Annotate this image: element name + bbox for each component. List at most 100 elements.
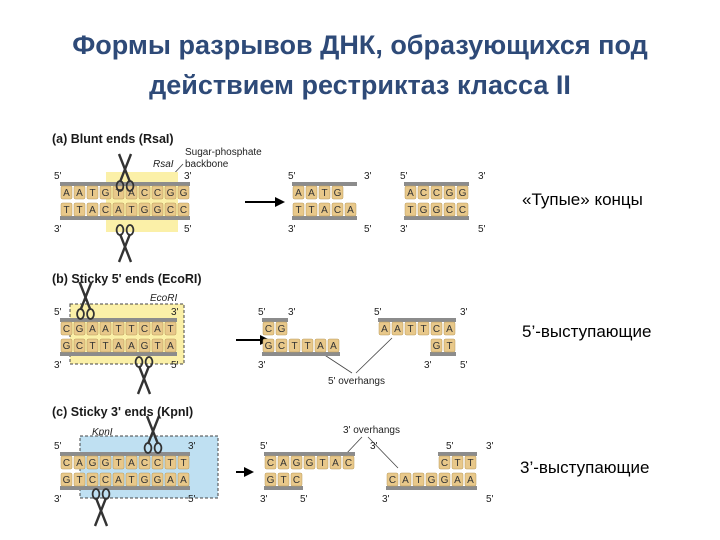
arrow-a-head [275,197,285,207]
b-original-top-base-1 [73,321,86,336]
c-left-bottom-backbone [264,486,303,490]
a-left-bottom-base-1 [305,202,318,217]
a-original-bottom-base-3 [99,202,112,217]
slide-title-line-2: действием рестриктаз класса II [149,70,571,100]
a-original-bottom-letter-7: G [154,205,162,216]
scissors-icon-a-bottom [115,224,135,263]
c-left-top-letter-3: G [306,458,314,469]
b-original-bottom-base-4 [112,338,125,353]
enzyme-label-c: KpnI [92,427,113,438]
a-original-top-base-8 [164,185,177,200]
b-right-5prime-bottom: 5' [460,360,468,371]
a-left-top-base-2 [318,185,331,200]
a-original-bottom-base-0 [60,202,73,217]
a-left-top-letter-2: T [321,188,327,199]
a-right-bottom-base-4 [456,202,469,217]
a-original-bottom-base-6 [138,202,151,217]
b-right-top-base-0 [378,321,391,336]
c-right-bottom-base-3 [425,472,438,487]
a-left-bottom-base-4 [344,202,357,217]
a-original-bottom-letter-4: A [115,205,122,216]
a-original-top-letter-7: C [154,188,161,199]
b-right-top-base-5 [443,321,456,336]
b-right-bottom-base-0 [430,338,443,353]
c-left-top-backbone [264,452,355,456]
c-left-3prime-bottom: 3' [260,494,268,505]
a-right-bottom-letter-3: C [446,205,453,216]
section-b-title: (b) Sticky 5' ends (EcoRI) [52,272,202,286]
a-left-top-base-3 [331,185,344,200]
c-original-bottom-base-5 [125,472,138,487]
a-right-top-backbone [404,182,469,186]
a-left-top-base-1 [305,185,318,200]
c-original-bottom-backbone [60,486,190,490]
b-original-bottom-letter-5: A [128,341,135,352]
overhang-pointer-c-right [367,436,399,469]
c-original-top-letter-8: T [167,458,173,469]
c-right-top-backbone [438,452,477,456]
a-original-bottom-base-8 [164,202,177,217]
b-left-bottom-letter-3: T [304,341,310,352]
b-right-bottom-letter-1: T [446,341,452,352]
c-right-bottom-base-4 [438,472,451,487]
c-original-top-base-6 [138,455,151,470]
b-left-top-base-0 [262,321,275,336]
a-original-top-letter-5: A [128,188,135,199]
a-right-3prime-top: 3' [478,171,486,182]
a-original-3prime-bottom: 3' [54,224,62,235]
b-right-top-letter-4: C [433,324,440,335]
a-right-bottom-letter-0: T [407,205,413,216]
b-original-top-letter-5: T [128,324,134,335]
b-left-3prime-top: 3' [288,307,296,318]
a-original-top-letter-6: C [141,188,148,199]
c-right-bottom-base-5 [451,472,464,487]
b-original-bottom-letter-7: T [154,341,160,352]
c-left-5prime-bottom: 5' [300,494,308,505]
c-original-top-letter-9: T [180,458,186,469]
b-left-bottom-base-0 [262,338,275,353]
c-original-top-base-3 [99,455,112,470]
a-left-top-letter-1: A [308,188,315,199]
b-right-top-letter-2: T [407,324,413,335]
c-original-bottom-letter-8: A [167,475,174,486]
c-original-bottom-base-6 [138,472,151,487]
b-left-top-letter-0: C [265,324,272,335]
c-original-top-letter-7: C [154,458,161,469]
b-original-top-base-6 [138,321,151,336]
c-original-5prime-bottom: 5' [188,494,196,505]
a-original-5prime-bottom: 5' [184,224,192,235]
b-original-bottom-letter-0: G [63,341,71,352]
c-left-top-base-2 [290,455,303,470]
b-left-top-backbone [262,318,288,322]
a-original-bottom-letter-9: C [180,205,187,216]
a-right-bottom-letter-2: G [433,205,441,216]
b-right-top-letter-1: A [394,324,401,335]
b-original-bottom-base-7 [151,338,164,353]
c-right-bottom-letter-1: A [402,475,409,486]
c-left-top-letter-4: T [319,458,325,469]
b-original-top-base-8 [164,321,177,336]
a-left-top-letter-0: A [295,188,302,199]
b-left-bottom-base-5 [327,338,340,353]
a-original-top-base-7 [151,185,164,200]
a-original-bottom-letter-2: A [89,205,96,216]
a-right-top-letter-2: C [433,188,440,199]
c-left-top-letter-6: C [345,458,352,469]
a-right-bottom-base-1 [417,202,430,217]
c-right-bottom-backbone [386,486,477,490]
b-original-top-letter-4: T [115,324,121,335]
b-left-bottom-letter-2: T [291,341,297,352]
a-left-3prime-top: 3' [364,171,372,182]
a-original-top-backbone [60,182,190,186]
c-original-bottom-base-2 [86,472,99,487]
b-left-bottom-base-1 [275,338,288,353]
a-original-bottom-base-9 [177,202,190,217]
c-right-3prime-bottom: 3' [382,494,390,505]
a-left-bottom-letter-2: A [321,205,328,216]
section-a-title: (a) Blunt ends (RsaI) [52,132,174,146]
b-original-bottom-base-1 [73,338,86,353]
b-original-top-letter-0: C [63,324,70,335]
b-original-top-letter-8: T [167,324,173,335]
scissors-icon-c-bottom [91,488,111,527]
